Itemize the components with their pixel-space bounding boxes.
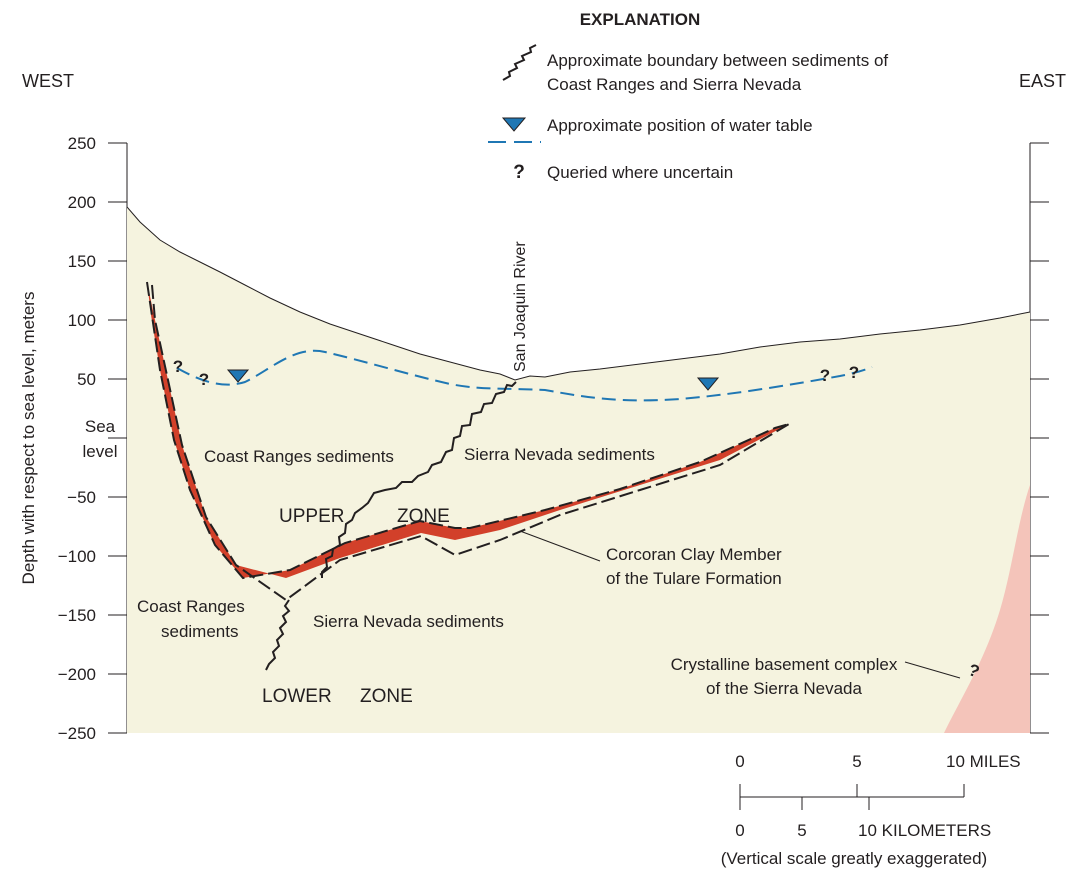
legend-boundary-line1: Approximate boundary between sediments o… bbox=[547, 51, 888, 70]
legend-water-table: Approximate position of water table bbox=[547, 116, 813, 135]
tick-label: 250 bbox=[68, 134, 96, 153]
tick-label: −50 bbox=[67, 488, 96, 507]
boundary-upper-line bbox=[321, 381, 517, 578]
query-mark: ? bbox=[820, 366, 830, 385]
clay-lower-dashed bbox=[151, 284, 790, 602]
water-table-legend-icon bbox=[501, 117, 527, 132]
legend-boundary-line2: Coast Ranges and Sierra Nevada bbox=[547, 75, 802, 94]
scale-bar bbox=[739, 784, 965, 810]
left-ticks bbox=[108, 142, 127, 734]
coast-ranges-lower-label2: sediments bbox=[161, 622, 238, 641]
sediment-fill bbox=[127, 207, 1030, 733]
corcoran-label-line1: Corcoran Clay Member bbox=[606, 545, 782, 564]
boundary-lower-line bbox=[265, 599, 291, 671]
river-label: San Joaquin River bbox=[512, 241, 529, 372]
tick-label: −250 bbox=[58, 724, 96, 743]
right-ticks bbox=[1030, 142, 1049, 734]
clay-upper-dashed bbox=[146, 281, 790, 580]
tick-label: −200 bbox=[58, 665, 96, 684]
scale-km-0: 0 bbox=[735, 821, 744, 840]
coast-ranges-lower-label1: Coast Ranges bbox=[137, 597, 245, 616]
lower-zone-label-zone: ZONE bbox=[360, 686, 413, 707]
query-mark: ? bbox=[199, 370, 209, 389]
tick-label-level: level bbox=[83, 442, 118, 461]
tick-label: 50 bbox=[77, 370, 96, 389]
tick-label: −100 bbox=[58, 547, 96, 566]
east-label: EAST bbox=[1019, 71, 1066, 91]
scale-note: (Vertical scale greatly exaggerated) bbox=[721, 849, 987, 868]
coast-ranges-upper-label: Coast Ranges sediments bbox=[204, 447, 394, 466]
water-table-line bbox=[176, 349, 873, 402]
basement-label-line2: of the Sierra Nevada bbox=[706, 679, 862, 698]
land-surface-line bbox=[126, 206, 1031, 381]
tick-label: 100 bbox=[68, 311, 96, 330]
tick-label: −150 bbox=[58, 606, 96, 625]
legend-title: EXPLANATION bbox=[580, 10, 701, 29]
scale-km-5: 5 bbox=[797, 821, 806, 840]
upper-zone-label-upper: UPPER bbox=[279, 506, 344, 527]
corcoran-label-line2: of the Tulare Formation bbox=[606, 569, 782, 588]
water-table-marker bbox=[696, 377, 720, 391]
tick-label: 200 bbox=[68, 193, 96, 212]
y-axis-label: Depth with respect to sea level, meters bbox=[19, 292, 38, 585]
boundary-legend-symbol bbox=[502, 44, 537, 81]
scale-miles-5: 5 bbox=[852, 752, 861, 771]
corcoran-leader-line bbox=[519, 530, 601, 562]
query-mark: ? bbox=[173, 357, 183, 376]
basement-label-line1: Crystalline basement complex bbox=[671, 655, 898, 674]
west-label: WEST bbox=[22, 71, 74, 91]
basement-shape bbox=[944, 485, 1030, 733]
tick-label: 150 bbox=[68, 252, 96, 271]
tick-label-sea: Sea bbox=[85, 417, 116, 436]
sierra-nevada-lower-label: Sierra Nevada sediments bbox=[313, 612, 504, 631]
basement-leader-line bbox=[904, 661, 961, 679]
scale-km-10: 10 KILOMETERS bbox=[858, 821, 991, 840]
scale-miles-0: 0 bbox=[735, 752, 744, 771]
scale-miles-10: 10 MILES bbox=[946, 752, 1021, 771]
lower-zone-label-lower: LOWER bbox=[262, 686, 332, 707]
query-mark: ? bbox=[849, 363, 859, 382]
sierra-nevada-upper-label: Sierra Nevada sediments bbox=[464, 445, 655, 464]
upper-zone-label-zone: ZONE bbox=[397, 506, 450, 527]
question-icon: ? bbox=[513, 162, 525, 183]
legend-queried: Queried where uncertain bbox=[547, 163, 733, 182]
water-table-marker bbox=[226, 369, 250, 383]
